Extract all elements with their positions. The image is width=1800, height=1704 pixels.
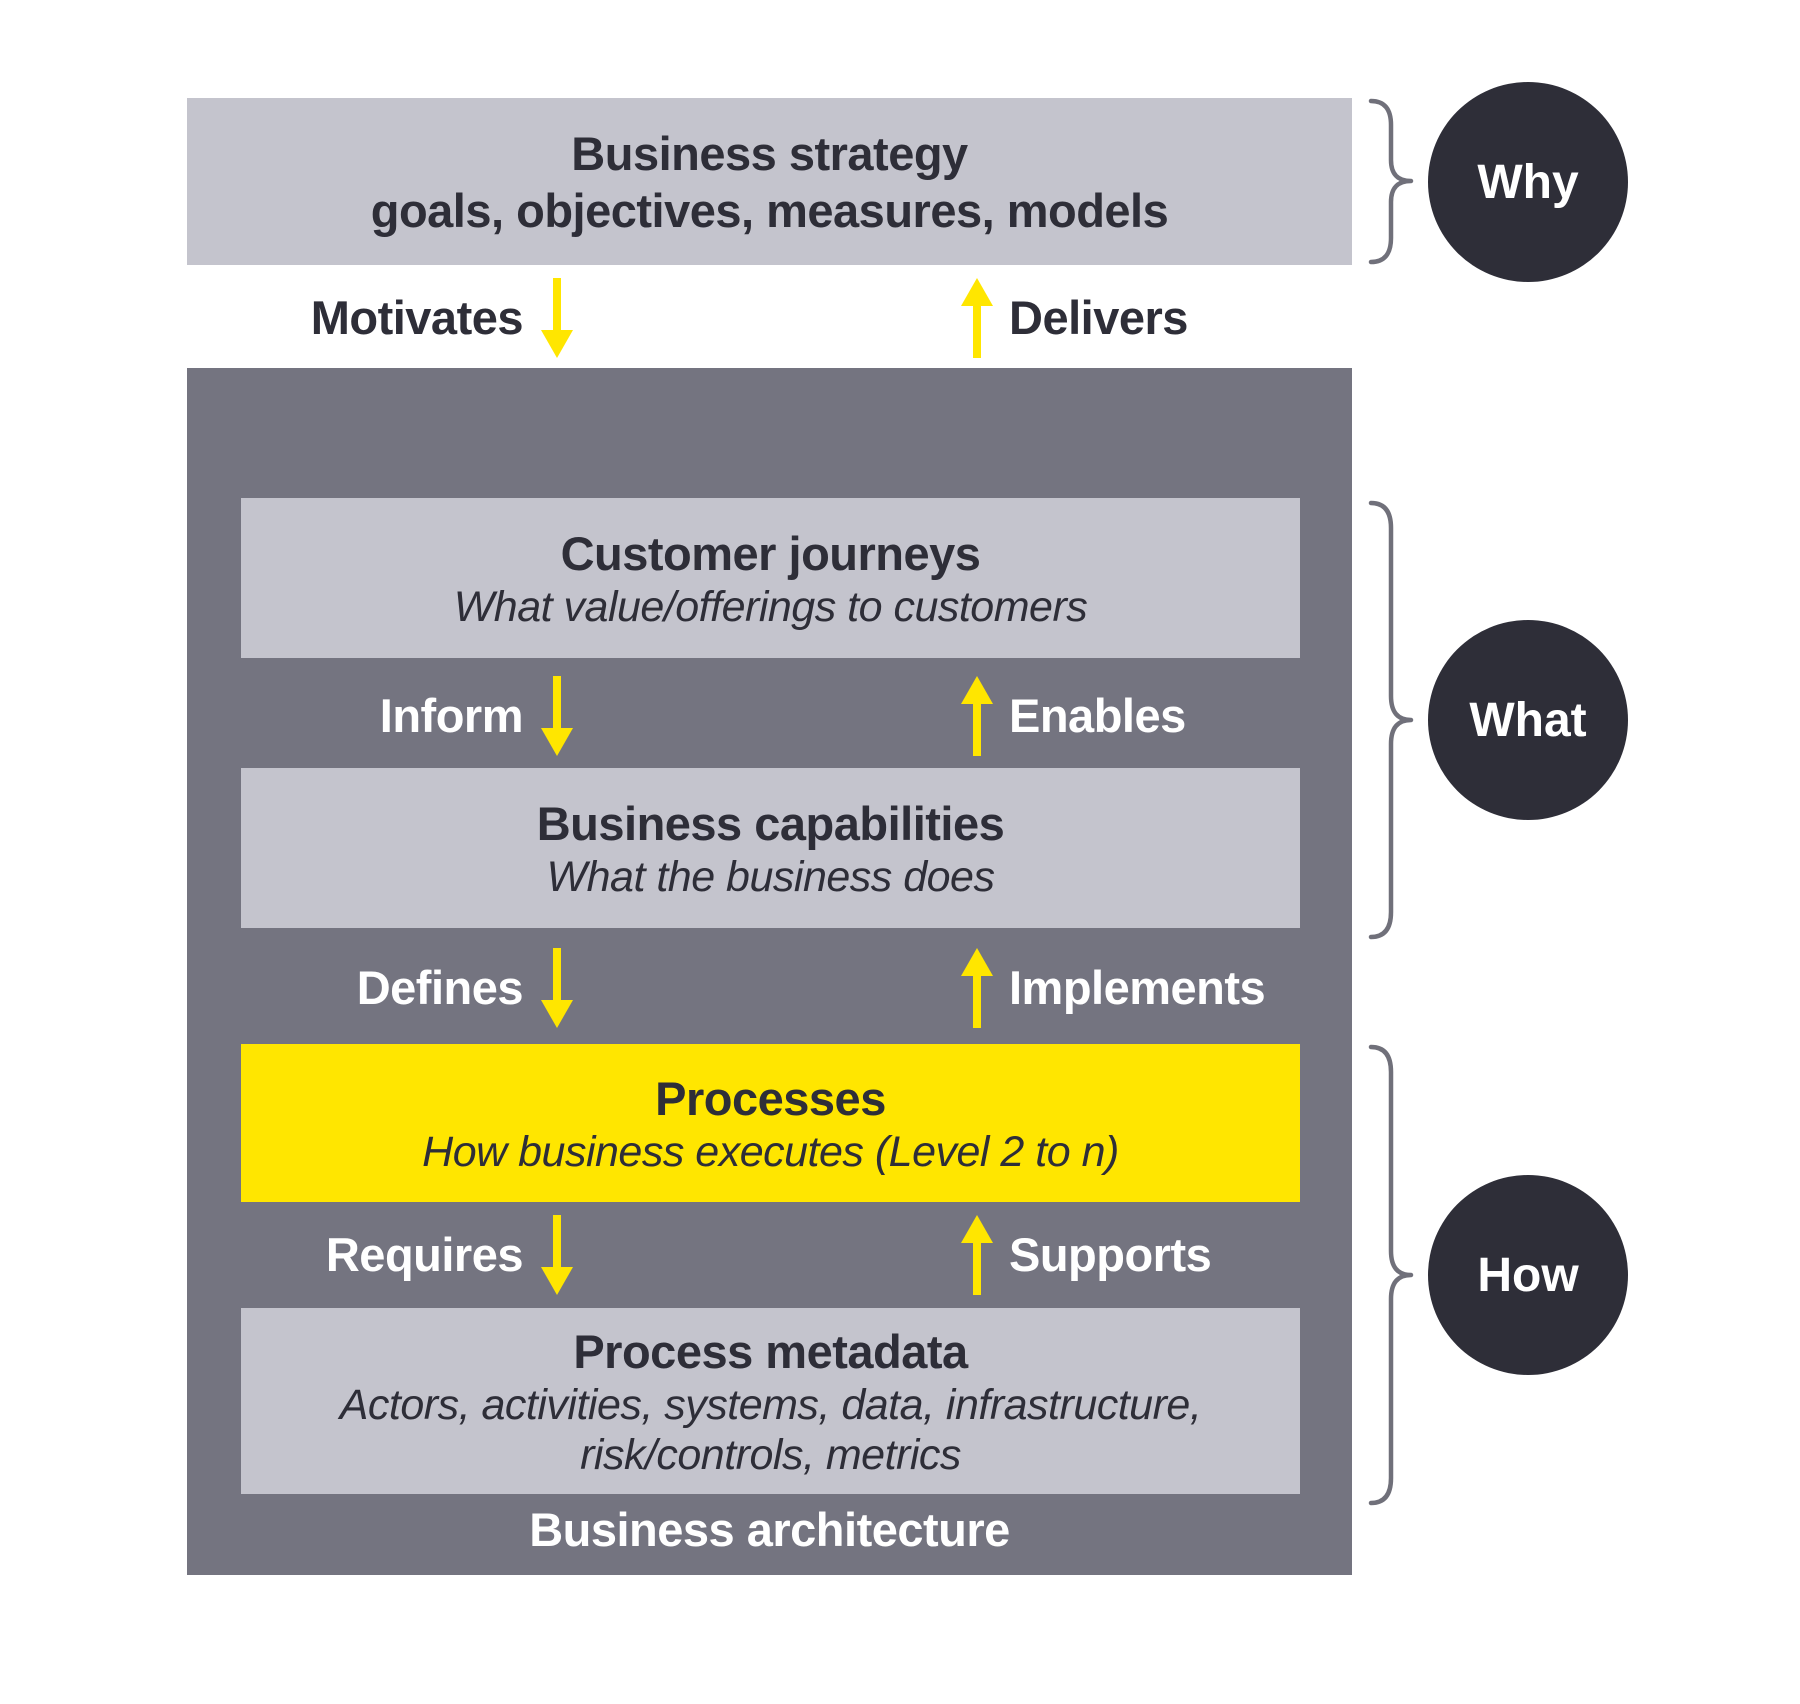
motivates-down-arrow-icon bbox=[541, 278, 573, 358]
what-circle: What bbox=[1428, 620, 1628, 820]
business-architecture-label: Business architecture bbox=[529, 1503, 1010, 1556]
processes-box: Processes How business executes (Level 2… bbox=[241, 1044, 1300, 1202]
business-strategy-title: Business strategy bbox=[571, 126, 968, 180]
supports-label: Supports bbox=[1009, 1228, 1212, 1281]
processes-title: Processes bbox=[655, 1071, 886, 1125]
motivates-delivers-row: Motivates Delivers bbox=[187, 278, 1352, 358]
how-circle-label: How bbox=[1477, 1248, 1579, 1302]
defines-label: Defines bbox=[356, 961, 524, 1014]
supports-up-arrow-icon bbox=[961, 1215, 993, 1295]
implements-label: Implements bbox=[1009, 961, 1266, 1014]
inform-label: Inform bbox=[379, 689, 524, 742]
requires-label: Requires bbox=[325, 1228, 524, 1281]
requires-supports-row: Requires Supports bbox=[187, 1215, 1352, 1295]
what-circle-label: What bbox=[1469, 693, 1587, 747]
process-metadata-box: Process metadata Actors, activities, sys… bbox=[241, 1308, 1300, 1494]
enables-up-arrow-icon bbox=[961, 676, 993, 756]
business-strategy-box: Business strategy goals, objectives, mea… bbox=[187, 98, 1352, 265]
processes-subtitle: How business executes (Level 2 to n) bbox=[422, 1127, 1119, 1176]
customer-journeys-box: Customer journeys What value/offerings t… bbox=[241, 498, 1300, 658]
how-brace-icon bbox=[1368, 1044, 1414, 1506]
motivates-label: Motivates bbox=[310, 291, 524, 344]
inform-down-arrow-icon bbox=[541, 676, 573, 756]
why-circle-label: Why bbox=[1477, 155, 1579, 209]
delivers-up-arrow-icon bbox=[961, 278, 993, 358]
process-metadata-subtitle-line1: Actors, activities, systems, data, infra… bbox=[339, 1380, 1202, 1429]
customer-journeys-subtitle: What value/offerings to customers bbox=[453, 582, 1088, 631]
delivers-label: Delivers bbox=[1009, 291, 1188, 344]
why-brace-icon bbox=[1368, 98, 1414, 265]
why-circle: Why bbox=[1428, 82, 1628, 282]
enables-label: Enables bbox=[1009, 689, 1186, 742]
business-capabilities-box: Business capabilities What the business … bbox=[241, 768, 1300, 928]
business-strategy-subtitle: goals, objectives, measures, models bbox=[370, 183, 1169, 237]
inform-enables-row: Inform Enables bbox=[187, 676, 1352, 756]
business-capabilities-title: Business capabilities bbox=[536, 796, 1005, 850]
what-brace-icon bbox=[1368, 500, 1414, 940]
defines-implements-row: Defines Implements bbox=[187, 948, 1352, 1028]
requires-down-arrow-icon bbox=[541, 1215, 573, 1295]
how-circle: How bbox=[1428, 1175, 1628, 1375]
defines-down-arrow-icon bbox=[541, 948, 573, 1028]
process-metadata-subtitle-line2: risk/controls, metrics bbox=[580, 1430, 961, 1479]
business-capabilities-subtitle: What the business does bbox=[546, 852, 995, 901]
process-metadata-title: Process metadata bbox=[573, 1324, 968, 1378]
implements-up-arrow-icon bbox=[961, 948, 993, 1028]
customer-journeys-title: Customer journeys bbox=[560, 526, 981, 580]
